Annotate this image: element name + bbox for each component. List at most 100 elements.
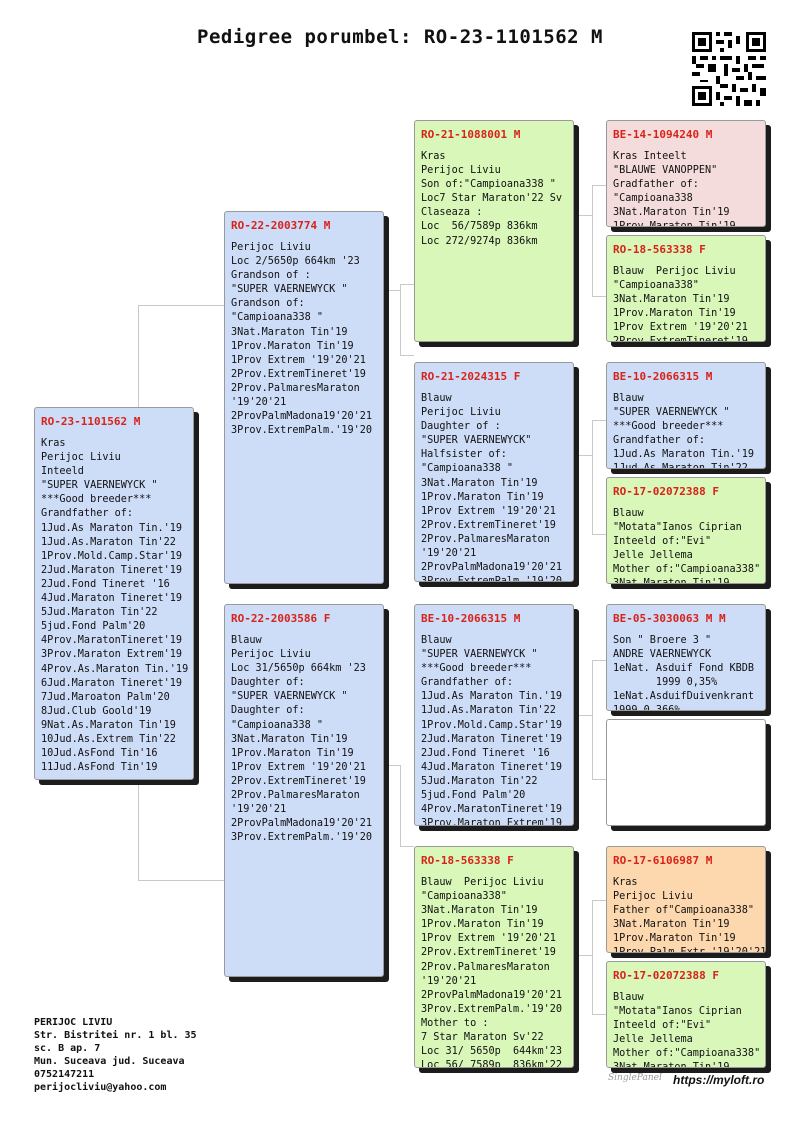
pedigree-line: 3Nat.Maraton Tin'19 — [421, 905, 538, 917]
owner-contact: PERIJOC LIVIU Str. Bistritei nr. 1 bl. 3… — [34, 1016, 197, 1094]
pedigree-line: 2Prov.ExtremTineret'19 — [231, 775, 366, 787]
pedigree-line: 11Jud.AsFond Tin'19 — [41, 762, 158, 774]
connector-line — [592, 660, 606, 661]
pedigree-line: Blauw Perijoc Liviu — [421, 877, 544, 888]
ring-number: RO-22-2003774 M — [231, 219, 331, 232]
pedigree-line: "SUPER VAERNEWYCK " — [231, 284, 348, 296]
pedigree-line: 3Nat.Maraton Tin'19 — [231, 733, 348, 745]
pedigree-line: 1Jud.As.Maraton Tin'22 — [421, 705, 556, 717]
pedigree-line: Grandfather of: — [421, 677, 514, 689]
ring-number: BE-14-1094240 M — [613, 128, 713, 141]
pedigree-line: "Motata"Ianos Ciprian — [613, 1006, 742, 1018]
pedigree-line: 2Prov.PalmaresMaraton — [231, 790, 360, 802]
connector-line — [576, 215, 592, 216]
pedigree-line: Loc7 Star Maraton'22 Sv — [421, 193, 563, 205]
connector-line — [592, 779, 606, 780]
pedigree-line: 9Nat.As.Maraton Tin'19 — [41, 719, 176, 731]
page-title: Pedigree porumbel: RO-23-1101562 M — [197, 26, 603, 48]
pedigree-line: Mother to : — [421, 1017, 489, 1029]
pedigree-line: 3Prov.ExtremPalm.'19'20 — [421, 1003, 563, 1015]
pedigree-line: Son " Broere 3 " — [613, 635, 712, 646]
pedigree-line: 1Prov.Maraton Tin'19 — [421, 491, 544, 503]
pedigree-line: Blauw — [231, 635, 262, 646]
pedigree-line: Jelle Jellema — [613, 1034, 693, 1046]
pedigree-line: "Campioana338 — [613, 193, 693, 205]
pedigree-line: '19'20'21 — [421, 975, 477, 987]
pedigree-line: Perijoc Liviu — [421, 407, 501, 419]
pedigree-line: "Campioana338" — [421, 891, 507, 903]
ring-number: RO-21-1088001 M — [421, 128, 521, 141]
ring-number: BE-10-2066315 M — [613, 370, 713, 383]
pedigree-line: Inteeld of:"Evi" — [613, 1020, 712, 1032]
pedigree-line: 5Jud.Maraton Tin'22 — [421, 775, 538, 787]
pedigree-line: "Campioana338" — [613, 280, 699, 292]
pedigree-line: 10Jud.AsFond Tin'16 — [41, 748, 158, 760]
pedigree-line: ANDRE VAERNEWYCK — [613, 649, 712, 661]
pedigree-line: 2Prov.ExtremTineret'19 — [231, 368, 366, 380]
pedigree-line: 1Jud.As.Maraton Tin'22 — [613, 463, 748, 469]
pedigree-line: Daughter of: — [231, 677, 305, 689]
ring-number: BE-10-2066315 M — [421, 612, 521, 625]
signature-logo: SinglePanel — [608, 1073, 662, 1083]
pedigree-line: Kras — [613, 877, 638, 888]
pedigree-line: 7 Star Maraton Sv'22 — [421, 1032, 544, 1044]
ring-number: RO-22-2003586 F — [231, 612, 331, 625]
pedigree-line: 1Prov.Maraton Tin'19 — [231, 340, 354, 352]
pedigree-line: 2Prov.ExtremTineret'19 — [421, 519, 556, 531]
pedigree-line: 2Jud.Fond Tineret '16 — [421, 747, 550, 759]
pedigree-line: 1Prov.Maraton Tin'19 — [613, 308, 736, 320]
connector-line — [576, 455, 592, 456]
connector-line — [592, 900, 593, 1015]
pedigree-line: 1Jud.As Maraton Tin.'19 — [41, 522, 183, 534]
pedigree-line: Mother of:"Campioana338" — [613, 564, 761, 576]
pedigree-line: ***Good breeder*** — [41, 494, 152, 506]
qr-code-icon — [690, 30, 768, 108]
pedigree-line: 2Prov.ExtremTineret'19 — [421, 947, 556, 959]
pedigree-line: Kras — [41, 438, 66, 449]
connector-line — [400, 355, 414, 356]
pedigree-line: ***Good breeder*** — [613, 421, 724, 433]
pedigree-line: 3Nat.Maraton Tin'19 — [613, 294, 730, 306]
pedigree-line: Loc 56/7589p 836km — [421, 221, 538, 233]
pedigree-line: "Motata"Ianos Ciprian — [613, 522, 742, 534]
owner-email[interactable]: perijocliviu@yahoo.com — [34, 1082, 167, 1093]
pedigree-line: 2Jud.Maraton Tineret'19 — [421, 733, 563, 745]
pedigree-line: Grandson of : — [231, 270, 311, 282]
pedigree-line: 3Nat.Maraton Tin'19 — [613, 1062, 730, 1068]
pedigree-line: 8Jud.Club Goold'19 — [41, 705, 152, 717]
connector-line — [592, 900, 606, 901]
website-link[interactable]: https://myloft.ro — [673, 1073, 765, 1087]
pedigree-line: 3Nat.Maraton Tin'19 — [231, 326, 348, 338]
connector-line — [592, 185, 606, 186]
pedigree-line: 1eNat. Asduif Fond KBDB — [613, 663, 755, 675]
pedigree-line: Loc 31/ 5650p 644km'23 — [421, 1046, 563, 1058]
pedigree-line: Grandson of: — [231, 298, 305, 310]
connector-line — [592, 660, 593, 780]
pedigree-line: '19'20'21 — [231, 804, 287, 816]
pedigree-line: Gradfather of: — [613, 179, 699, 191]
pedigree-line: Blauw — [613, 992, 644, 1003]
connector-line — [138, 305, 139, 407]
pedigree-line: 3Nat.Maraton Tin'19 — [613, 919, 730, 931]
owner-address-line: Mun. Suceava jud. Suceava — [34, 1056, 185, 1067]
pigeon-card-dsd-empty — [606, 719, 766, 826]
pedigree-line: 1Prov.Mold.Camp.Star'19 — [421, 719, 563, 731]
pedigree-line: 4Jud.Maraton Tineret'19 — [421, 761, 563, 773]
pedigree-line: 5Jud.Maraton Tin'22 — [41, 607, 158, 619]
pedigree-line: 5jud.Fond Palm'20 — [421, 790, 526, 802]
pedigree-line: Loc 31/5650p 664km '23 — [231, 663, 366, 675]
